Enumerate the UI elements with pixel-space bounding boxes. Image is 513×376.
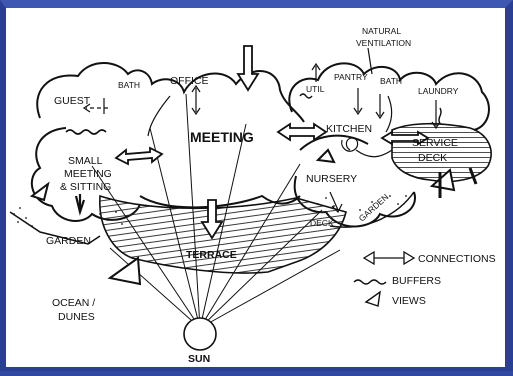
kitchen-swirl (341, 137, 359, 152)
ocean-label-1: OCEAN / (52, 297, 95, 309)
room-meeting-label: MEETING (190, 129, 254, 145)
room-service-label-1: SERVICE (412, 137, 458, 149)
room-bath-left-label: BATH (118, 80, 140, 90)
room-kitchen-label: KITCHEN (326, 123, 372, 135)
sun-label: SUN (188, 353, 210, 365)
legend: CONNECTIONS BUFFERS VIEWS (353, 250, 496, 307)
legend-views-label: VIEWS (392, 295, 426, 307)
garden-edge (9, 211, 101, 245)
room-office-label: OFFICE (170, 75, 209, 87)
buffer-wave-top (299, 93, 313, 99)
legend-connections-label: CONNECTIONS (418, 253, 496, 265)
room-service-label-2: DECK (418, 152, 447, 164)
legend-connections-icon (362, 250, 416, 266)
room-pantry-label: PANTRY (334, 72, 368, 82)
room-deck-label: DECK (310, 218, 334, 228)
room-terrace-label: TERRACE (186, 249, 237, 261)
sun-icon (183, 317, 217, 351)
ocean-label-2: DUNES (58, 311, 95, 323)
natural-ventilation-label-1: NATURAL (362, 26, 401, 36)
room-small-label-2: MEETING (64, 168, 112, 180)
room-bath-right-label: BATH (380, 76, 402, 86)
room-small-label-3: & SITTING (60, 181, 111, 193)
thin-arrows (82, 47, 441, 214)
buffer-wave-left (65, 129, 107, 135)
room-laundry-label: LAUNDRY (418, 86, 459, 96)
view-marker-ticks (438, 167, 478, 198)
natural-ventilation-label-2: VENTILATION (356, 38, 411, 48)
paper-background (6, 8, 505, 367)
room-garden-left-label: GARDEN (46, 235, 91, 247)
legend-views-icon (364, 290, 381, 307)
view-markers (29, 148, 456, 286)
legend-buffers-icon (353, 279, 387, 285)
flow-arrows (200, 45, 260, 240)
garden-right-edge (329, 191, 415, 228)
room-util-label: UTIL (306, 84, 325, 94)
buffer-wave-right (438, 107, 442, 125)
legend-buffers-label: BUFFERS (392, 275, 441, 287)
room-guest-label: GUEST (54, 95, 91, 107)
connection-arrows (114, 122, 430, 166)
garden-dots (13, 195, 407, 227)
sun-rays (91, 93, 341, 329)
room-small-label-1: SMALL (68, 155, 103, 167)
terrace-area (99, 194, 347, 274)
room-nursery-label: NURSERY (306, 173, 357, 185)
bubble-outlines (31, 62, 490, 228)
